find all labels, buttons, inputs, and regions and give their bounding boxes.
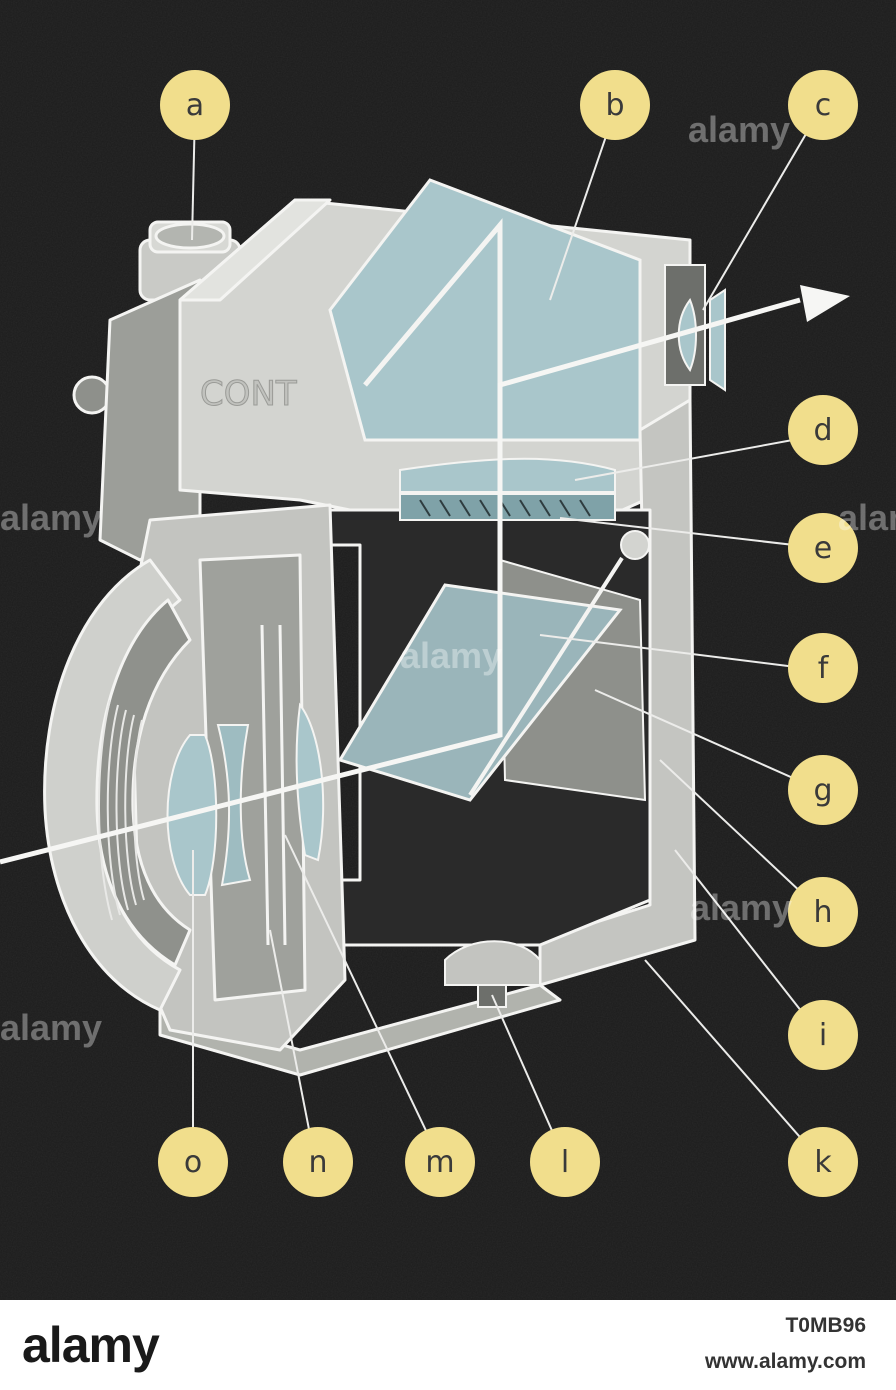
prism-light-path bbox=[363, 218, 503, 387]
callout-l: l bbox=[530, 1127, 600, 1197]
callout-e-text: e bbox=[814, 531, 832, 566]
callout-g-text: g bbox=[813, 773, 832, 808]
watermarks: alamy alamy alamy alamy alamy alamy bbox=[0, 109, 896, 1048]
light-ray bbox=[0, 297, 801, 865]
condenser-lens bbox=[399, 457, 616, 493]
callout-i-text: i bbox=[819, 1018, 827, 1053]
callout-b-text: b bbox=[605, 88, 624, 123]
callout-m-text: m bbox=[425, 1145, 454, 1180]
stock-logo: alamy bbox=[22, 1317, 160, 1373]
image-id: T0MB96 bbox=[785, 1314, 866, 1337]
watermark-left-lower: alamy bbox=[0, 1007, 102, 1048]
tripod-socket bbox=[444, 940, 541, 986]
callout-b: b bbox=[580, 70, 650, 140]
stock-footer-bar: alamy T0MB96 www.alamy.com bbox=[0, 1300, 896, 1390]
pentaprism bbox=[328, 178, 642, 442]
watermark-top-right: alamy bbox=[688, 109, 790, 150]
callout-h: h bbox=[788, 877, 858, 947]
callout-k: k bbox=[788, 1127, 858, 1197]
focusing-screen bbox=[399, 493, 616, 521]
callout-c: c bbox=[788, 70, 858, 140]
callout-i: i bbox=[788, 1000, 858, 1070]
callouts: a b c d e f g h i k l m n o bbox=[158, 70, 858, 1197]
watermark-center: alamy bbox=[400, 635, 502, 676]
callout-e: e bbox=[788, 513, 858, 583]
watermark-left: alamy bbox=[0, 497, 102, 538]
callout-f-text: f bbox=[818, 651, 830, 686]
watermark-right: alamy bbox=[838, 497, 896, 538]
mirror-hinge bbox=[620, 530, 650, 560]
shutter bbox=[260, 624, 287, 946]
callout-f: f bbox=[788, 633, 858, 703]
callout-h-text: h bbox=[813, 895, 832, 930]
callout-k-text: k bbox=[814, 1145, 832, 1180]
ray-arrowhead bbox=[800, 285, 850, 322]
callout-d: d bbox=[788, 395, 858, 465]
callout-o: o bbox=[158, 1127, 228, 1197]
stock-url: www.alamy.com bbox=[704, 1350, 866, 1373]
callout-d-text: d bbox=[813, 413, 832, 448]
callout-a-text: a bbox=[186, 88, 204, 123]
callout-m: m bbox=[405, 1127, 475, 1197]
callout-g: g bbox=[788, 755, 858, 825]
camera-cutaway-diagram: a b c d e f g h i k l m n o CONT alamy a… bbox=[0, 0, 896, 1300]
callout-n: n bbox=[283, 1127, 353, 1197]
callout-n-text: n bbox=[308, 1145, 327, 1180]
reflex-mirror bbox=[337, 583, 623, 802]
callout-o-text: o bbox=[184, 1145, 202, 1180]
callout-c-text: c bbox=[815, 88, 832, 123]
eyepiece bbox=[664, 264, 726, 392]
body-engraving: CONT bbox=[200, 374, 297, 414]
watermark-right-lower: alamy bbox=[690, 887, 792, 928]
bottom-plate bbox=[158, 983, 562, 1077]
callout-l-text: l bbox=[561, 1145, 569, 1180]
lens-threads bbox=[98, 699, 145, 921]
callout-a: a bbox=[160, 70, 230, 140]
